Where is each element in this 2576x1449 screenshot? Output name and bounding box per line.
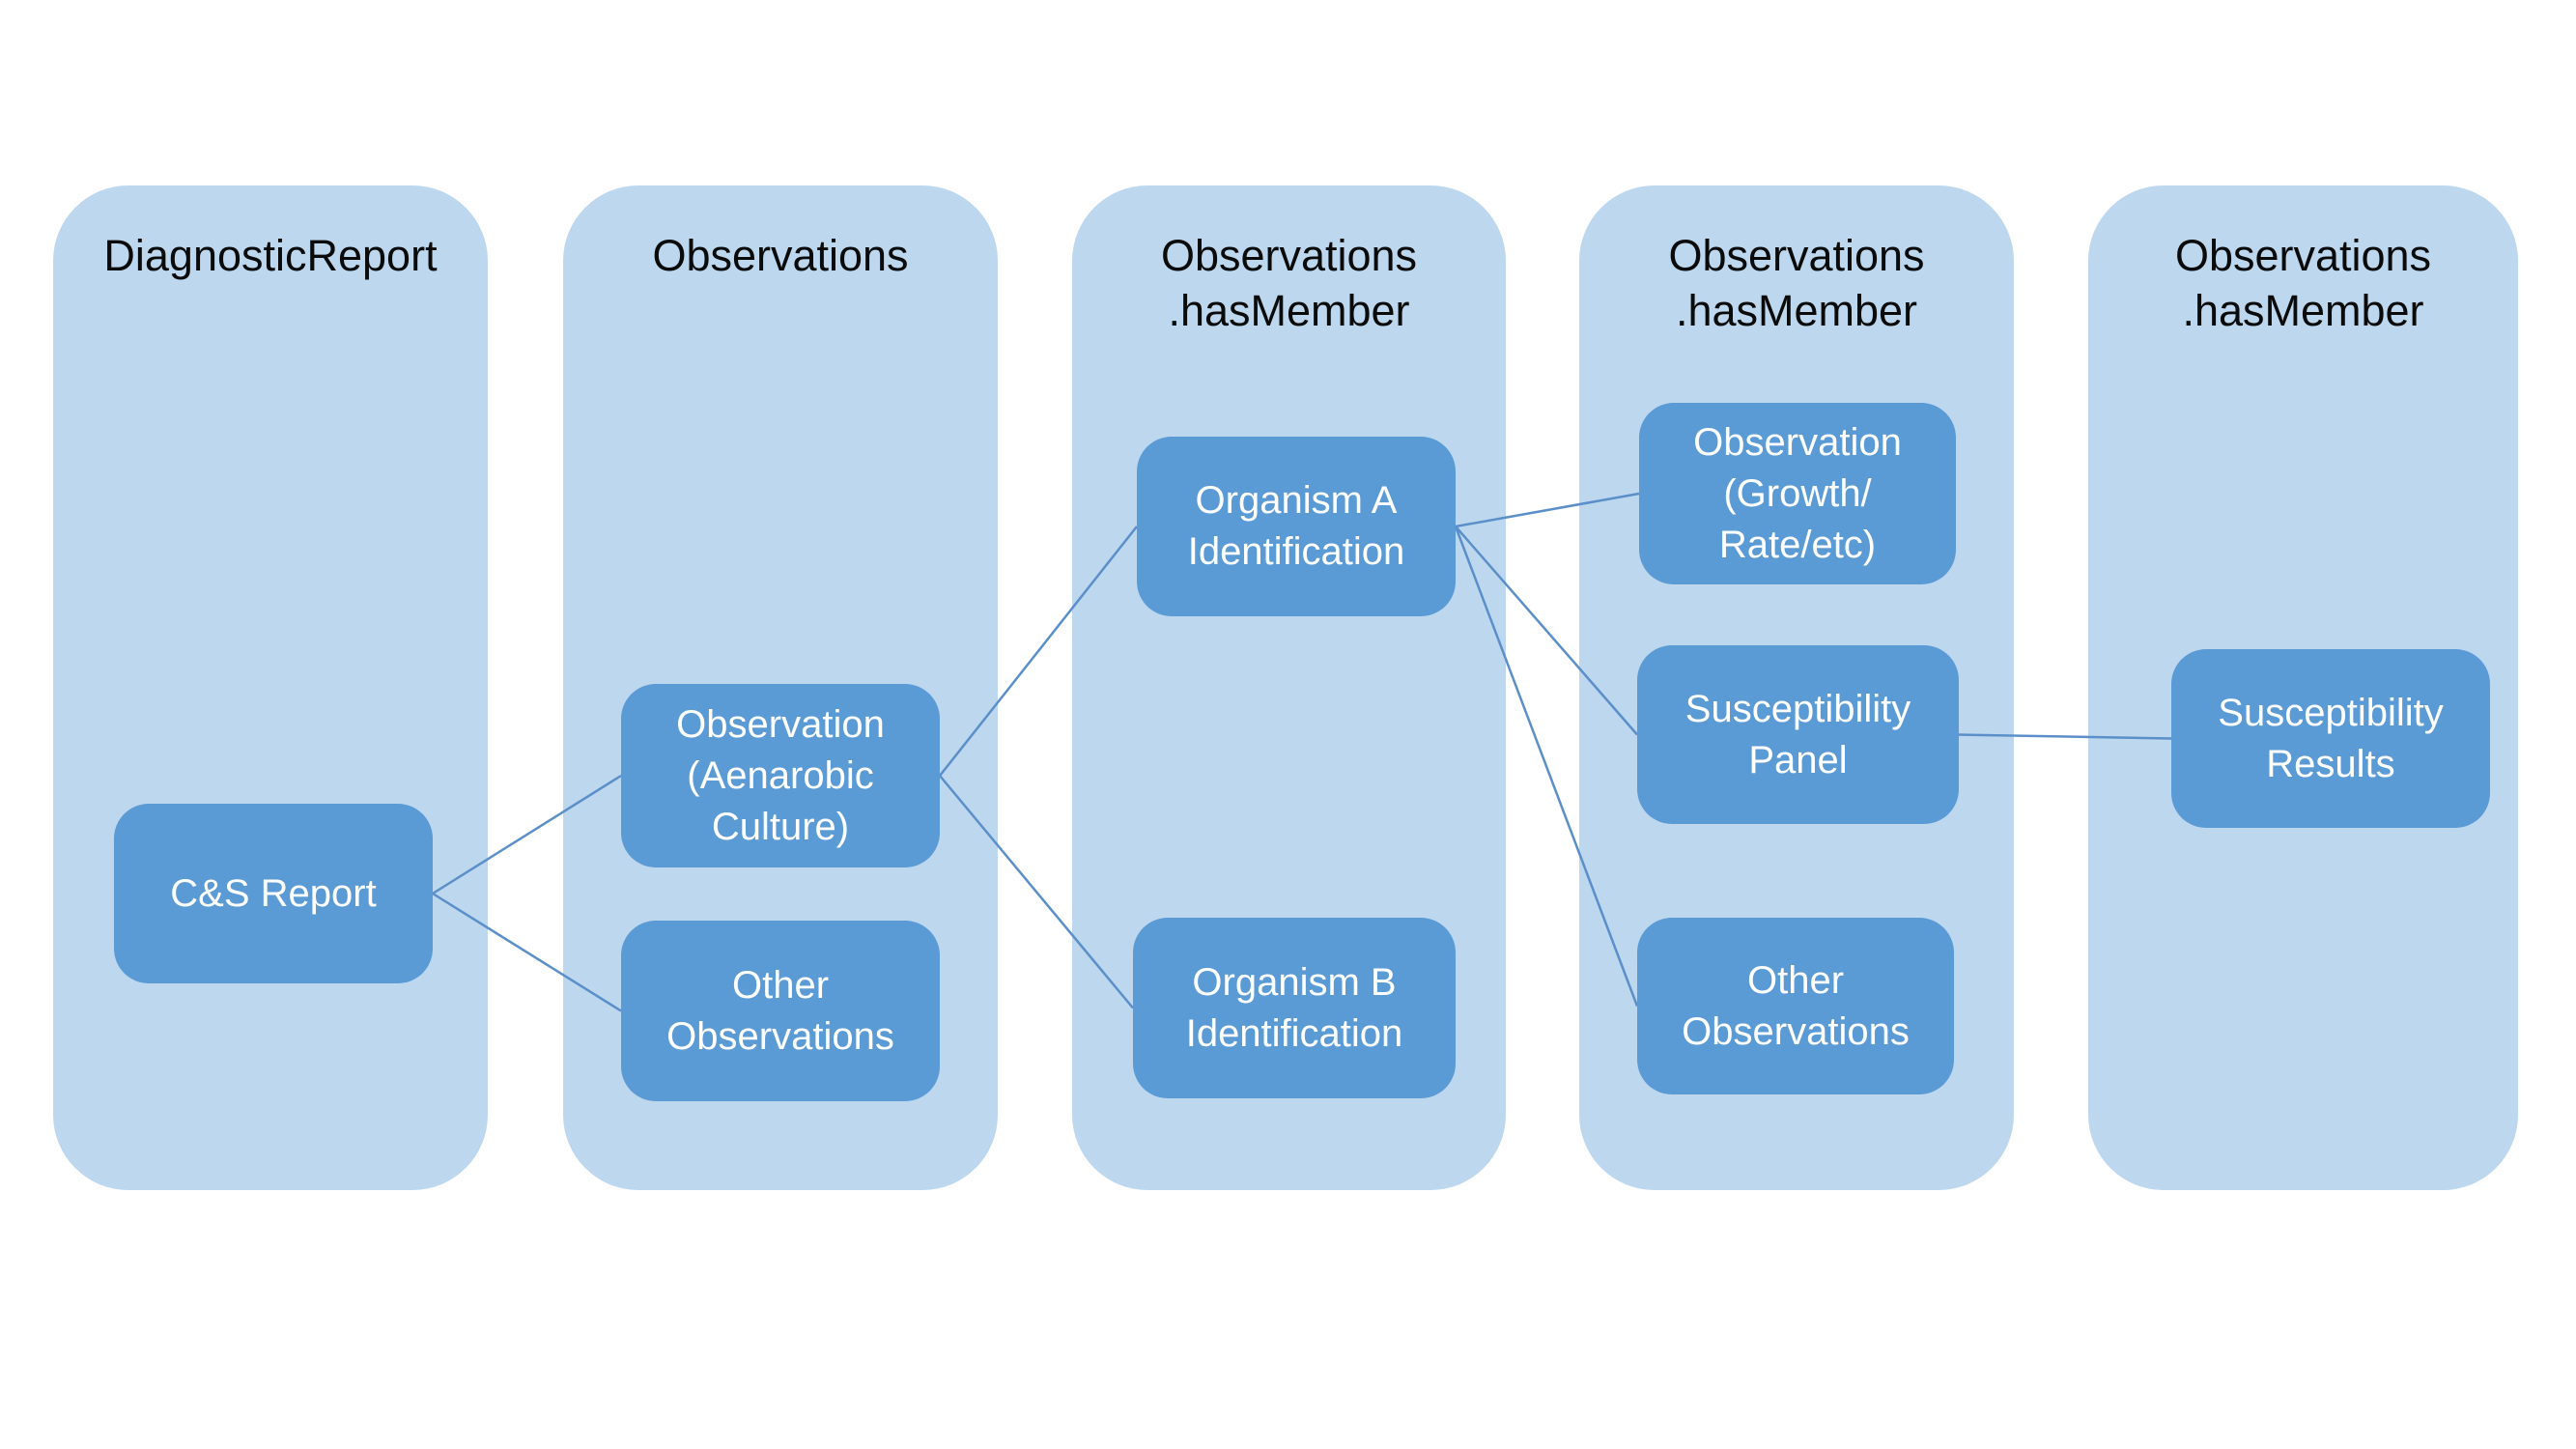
node-observation-aenarobic-culture: Observation (Aenarobic Culture): [621, 684, 940, 867]
connector-organism-a-identification-to-susceptibility-panel: [1455, 526, 1638, 736]
column-header-observations-hasmember-2: Observations .hasMember: [1668, 231, 1925, 335]
column-diagnosticreport: DiagnosticReport: [53, 185, 488, 1190]
connector-observation-aenarobic-culture-to-organism-b-identification: [939, 775, 1134, 1009]
connector-cs-report-to-other-observations-1: [432, 892, 622, 1012]
node-susceptibility-panel: Susceptibility Panel: [1637, 645, 1959, 824]
node-organism-b-identification: Organism B Identification: [1133, 918, 1456, 1098]
node-other-observations-1: Other Observations: [621, 921, 940, 1101]
column-header-diagnosticreport: DiagnosticReport: [103, 231, 438, 280]
node-observation-growth-rate-etc: Observation (Growth/ Rate/etc): [1639, 403, 1956, 584]
column-header-observations-hasmember-3: Observations .hasMember: [2174, 231, 2432, 335]
column-header-observations: Observations: [652, 231, 909, 280]
node-cs-report: C&S Report: [114, 804, 433, 983]
node-susceptibility-results: Susceptibility Results: [2171, 649, 2490, 828]
node-other-observations-2: Other Observations: [1637, 918, 1954, 1094]
connector-organism-a-identification-to-other-observations-2: [1454, 526, 1639, 1007]
column-header-observations-hasmember-1: Observations .hasMember: [1160, 231, 1418, 335]
node-organism-a-identification: Organism A Identification: [1137, 437, 1456, 616]
connector-observation-aenarobic-culture-to-organism-a-identification: [939, 526, 1138, 777]
connector-cs-report-to-observation-aenarobic-culture: [432, 774, 622, 895]
connector-susceptibility-panel-to-susceptibility-results: [1958, 733, 2172, 740]
connector-organism-a-identification-to-observation-growth-rate-etc: [1455, 492, 1640, 528]
